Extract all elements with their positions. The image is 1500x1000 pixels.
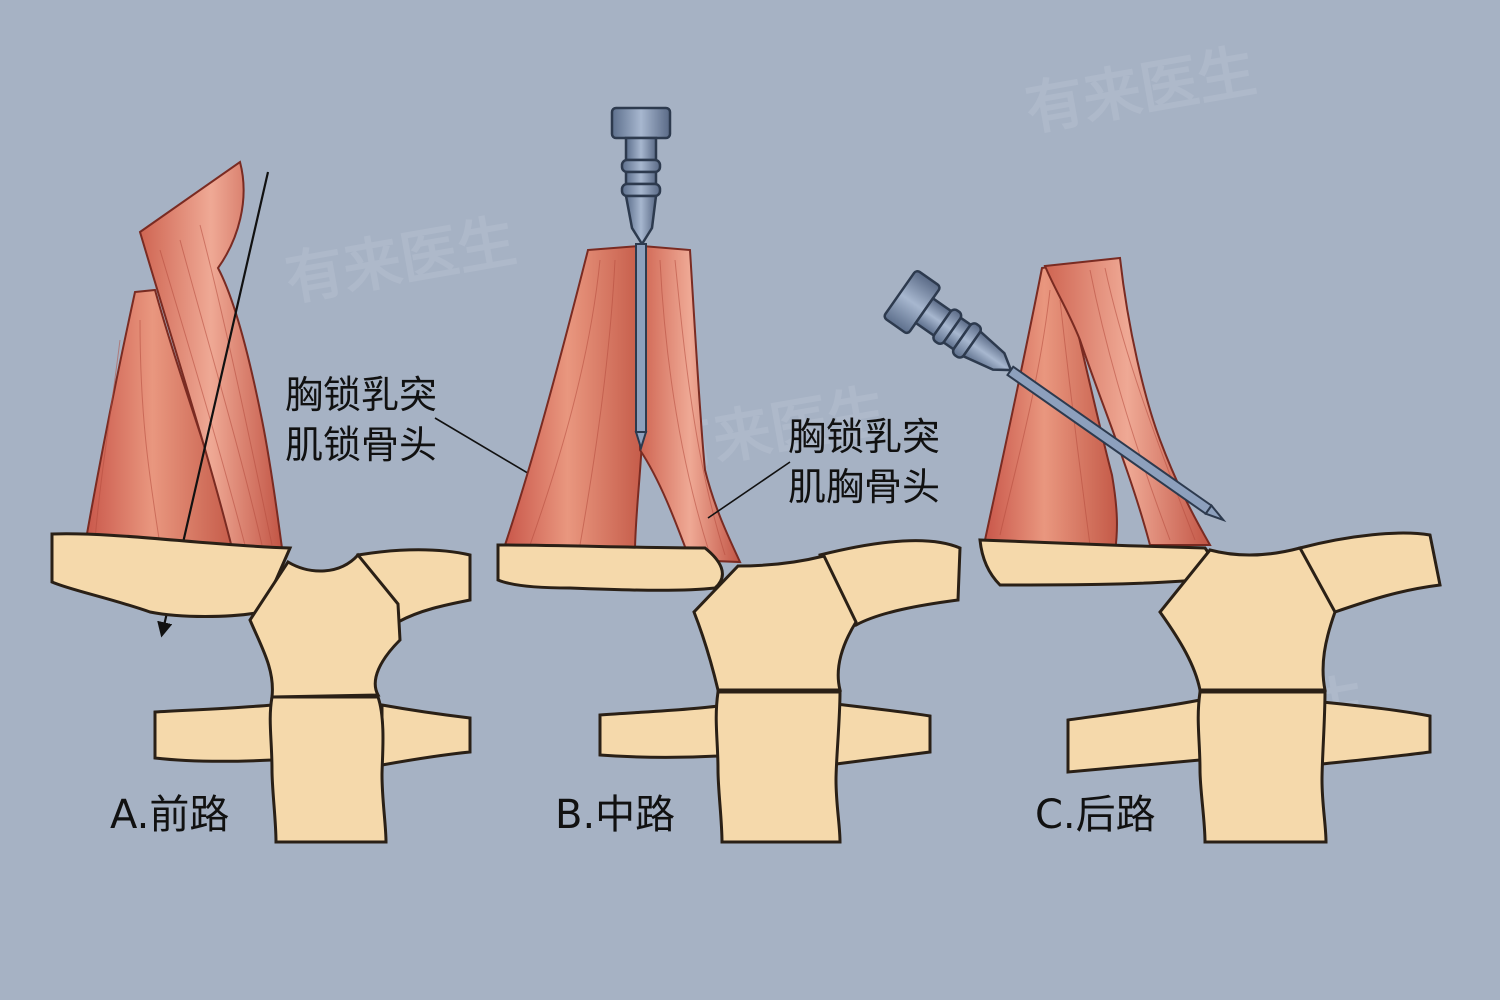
- panel-label: B.中路: [555, 792, 675, 838]
- rib-left: [598, 704, 720, 759]
- panel-label: A.前路: [110, 792, 229, 838]
- annotation-line-1: 胸锁乳突: [788, 415, 940, 459]
- clavicle-right: [818, 539, 962, 627]
- watermark-text: 有来医生: [1021, 37, 1261, 144]
- sternum-body: [714, 690, 842, 844]
- panel-a: A.前路: [50, 160, 472, 844]
- manubrium: [692, 554, 858, 692]
- rib-right: [380, 703, 472, 767]
- manubrium: [1158, 546, 1337, 692]
- clavicle-left: [978, 538, 1211, 587]
- muscle-fibres: [999, 267, 1196, 546]
- muscle-clavicular-head: [983, 263, 1118, 554]
- annotation-sternal-head: 胸锁乳突 肌胸骨头: [707, 415, 940, 519]
- annotation-line-2: 肌锁骨头: [285, 423, 437, 467]
- manubrium: [248, 552, 402, 699]
- leader-line: [707, 461, 791, 519]
- sternum-body: [268, 695, 388, 844]
- annotation-clavicular-head: 胸锁乳突 肌锁骨头: [285, 373, 591, 511]
- annotation-line-1: 胸锁乳突: [285, 373, 437, 417]
- needle-c: [883, 269, 1227, 523]
- muscle-clavicular-head: [503, 244, 646, 550]
- sternum-body: [1196, 690, 1328, 844]
- rib-left: [1066, 698, 1202, 774]
- panel-label: C.后路: [1035, 792, 1156, 838]
- muscle-fibres: [94, 224, 273, 546]
- annotation-line-2: 肌胸骨头: [788, 465, 940, 509]
- rib-left: [153, 703, 274, 763]
- muscle-fibres: [529, 259, 726, 556]
- clavicle-left: [50, 532, 293, 618]
- rib-right: [834, 702, 932, 766]
- needle-b: [610, 106, 672, 452]
- muscle-clavicular-head: [138, 160, 284, 549]
- watermark-text: 有来医生: [281, 207, 521, 314]
- clavicle-left: [496, 543, 724, 592]
- clavicle-right: [1298, 531, 1442, 614]
- panel-b: B.中路: [496, 106, 962, 844]
- muscle-sternal-head: [1043, 256, 1212, 546]
- rib-right: [1320, 700, 1432, 766]
- panel-c: C.后路: [883, 256, 1442, 844]
